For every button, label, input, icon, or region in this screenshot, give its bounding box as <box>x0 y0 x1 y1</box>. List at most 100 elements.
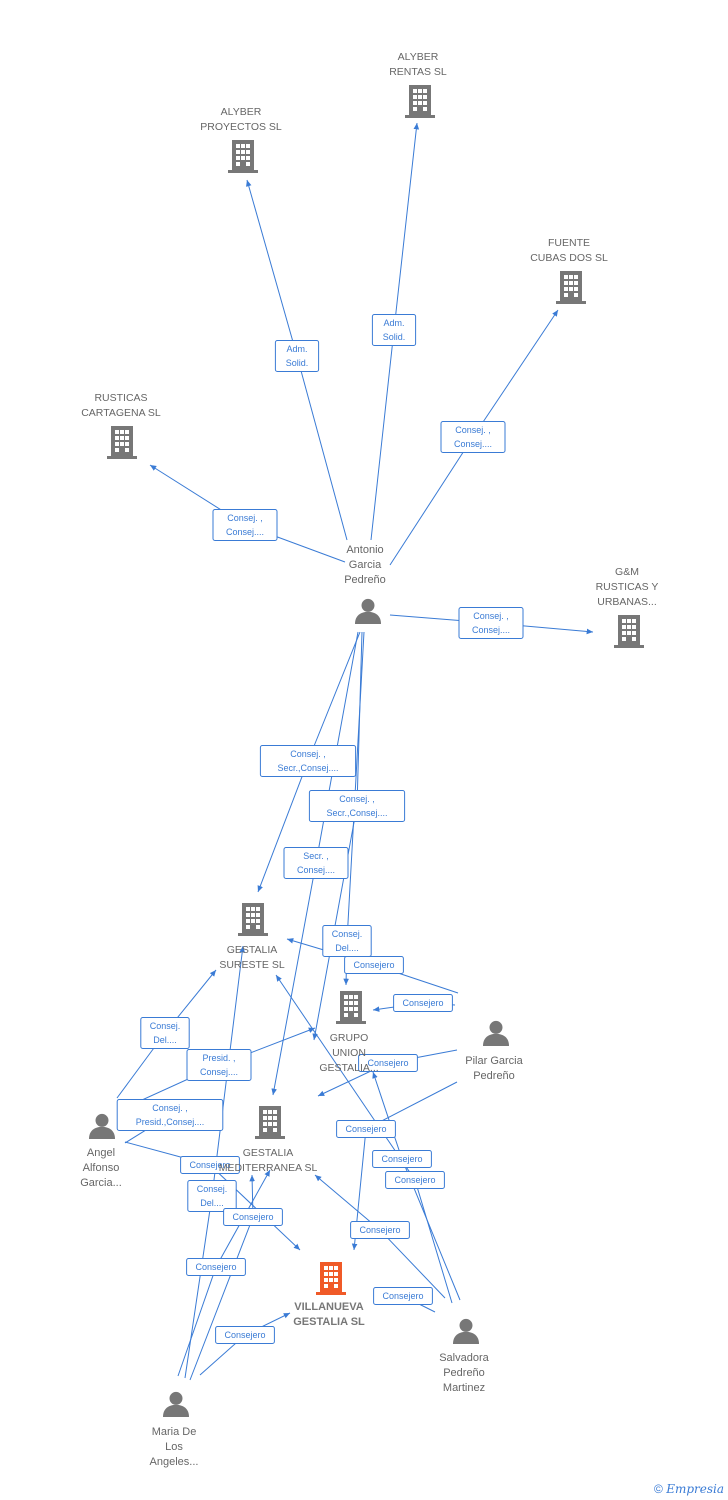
node-label: Los <box>165 1441 183 1453</box>
node-label: CARTAGENA SL <box>81 407 161 419</box>
person-node[interactable]: Maria De LosAngeles... <box>150 1391 199 1468</box>
node-label: UNION <box>332 1047 366 1059</box>
building-icon <box>316 1262 346 1295</box>
edge-label[interactable]: Consejero <box>344 956 404 974</box>
node-label: Maria De <box>152 1426 197 1438</box>
edge-label-text: Consej.... <box>226 527 264 537</box>
edge-label-text: Consej.... <box>454 439 492 449</box>
edge-label-text: Consej.... <box>200 1067 238 1077</box>
person-icon <box>355 598 381 624</box>
edge-label[interactable]: Consej. Del.... <box>140 1017 190 1049</box>
edge-label[interactable]: Consej. , Consej.... <box>458 607 524 639</box>
edge-label[interactable]: Adm.Solid. <box>371 314 417 346</box>
edge-label[interactable]: Consej.Del.... <box>322 925 372 957</box>
node-label: GESTALIA... <box>319 1062 378 1074</box>
node-label: Pedreño <box>473 1070 515 1082</box>
edge-label[interactable]: Consejero <box>180 1156 240 1174</box>
focus-company-node[interactable]: VILLANUEVA GESTALIA SL <box>293 1262 365 1328</box>
edge-label[interactable]: Consej. ,Secr.,Consej.... <box>308 790 406 822</box>
edge-label[interactable]: Consejero <box>385 1171 445 1189</box>
edge-label-text: Adm. <box>286 344 307 354</box>
node-label: CUBAS DOS SL <box>530 252 608 264</box>
edge-label[interactable]: Consej. Del.... <box>187 1180 237 1212</box>
edge-label-text: Consejero <box>402 998 443 1008</box>
node-label: PROYECTOS SL <box>200 121 282 133</box>
edge-label-text: Consej. <box>332 929 363 939</box>
edge-label-text: Presid.,Consej.... <box>136 1117 205 1127</box>
node-label: G&M <box>615 566 639 578</box>
company-node[interactable]: GRUPO UNION GESTALIA... <box>319 991 379 1074</box>
edge-label[interactable]: Consejero <box>336 1120 396 1138</box>
edge-label-text: Consejero <box>189 1160 230 1170</box>
node-label: Angeles... <box>150 1456 199 1468</box>
node-label: GESTALIA SL <box>293 1316 365 1328</box>
node-label: RENTAS SL <box>389 66 447 78</box>
building-icon <box>556 271 586 304</box>
edge-label-text: Solid. <box>286 358 309 368</box>
edge-label[interactable]: Consej. ,Consej.... <box>440 421 506 453</box>
building-icon <box>228 140 258 173</box>
edge-label[interactable]: Consejero <box>372 1150 432 1168</box>
edge-label-text: Consejero <box>367 1058 408 1068</box>
building-icon <box>238 903 268 936</box>
edge-label[interactable]: Consejero <box>373 1287 433 1305</box>
edge-label-text: Consej.... <box>472 625 510 635</box>
company-node[interactable]: FUENTE CUBAS DOS SL <box>530 237 608 304</box>
person-icon <box>453 1318 479 1344</box>
edge-label-text: Consejero <box>195 1262 236 1272</box>
node-label: FUENTE <box>548 237 590 249</box>
edge-label-text: Presid. , <box>202 1053 235 1063</box>
edge-label-text: Consejero <box>353 960 394 970</box>
person-icon <box>89 1113 115 1139</box>
copyright-notice: © Empresia <box>654 1482 724 1496</box>
edge-line <box>275 974 453 1304</box>
person-icon <box>163 1391 189 1417</box>
edge-label-text: Consejero <box>345 1124 386 1134</box>
edge-label[interactable]: Secr. ,Consej.... <box>283 847 349 879</box>
edge-label-text: Consejero <box>382 1291 423 1301</box>
node-label: GRUPO <box>330 1032 369 1044</box>
edge-label[interactable]: Adm. Solid. <box>274 340 320 372</box>
copyright-symbol: © <box>654 1482 663 1496</box>
edge-label-text: Consej. , <box>473 611 509 621</box>
node-label: Pilar Garcia <box>465 1055 523 1067</box>
edge-label-text: Consejero <box>394 1175 435 1185</box>
node-label: Angel <box>87 1147 115 1159</box>
person-node[interactable]: AngelAlfonsoGarcia... <box>80 1113 122 1189</box>
edge-label[interactable]: Presid. , Consej.... <box>186 1049 252 1081</box>
node-label: VILLANUEVA <box>294 1301 364 1313</box>
edge-label-text: Consej. <box>197 1184 228 1194</box>
node-label: Antonio <box>346 544 383 556</box>
node-label: URBANAS... <box>597 596 657 608</box>
building-icon <box>336 991 366 1024</box>
edge-label[interactable]: Consej. ,Presid.,Consej.... <box>116 1099 224 1131</box>
edge-label[interactable]: Consejero <box>223 1208 283 1226</box>
edge-label[interactable]: Consej. ,Consej.... <box>212 509 278 541</box>
edge-label[interactable]: Consejero <box>186 1258 246 1276</box>
edge-label[interactable]: Consej. ,Secr.,Consej.... <box>259 745 357 777</box>
edge-label-text: Del.... <box>200 1198 224 1208</box>
node-label: Garcia... <box>80 1177 122 1189</box>
node-label: Pedreño <box>344 574 386 586</box>
edge-label[interactable]: Consejero <box>358 1054 418 1072</box>
edge-label[interactable]: Consejero <box>350 1221 410 1239</box>
edge-label-text: Consejero <box>381 1154 422 1164</box>
edge-label-text: Consej. , <box>290 749 326 759</box>
edge-label[interactable]: Consejero <box>215 1326 275 1344</box>
edge-label-text: Consejero <box>232 1212 273 1222</box>
edge-label[interactable]: Consejero <box>393 994 453 1012</box>
edge-label-text: Consej. , <box>339 794 375 804</box>
node-label: Alfonso <box>83 1162 120 1174</box>
edge-label-text: Consej. <box>150 1021 181 1031</box>
edge-label-text: Del.... <box>153 1035 177 1045</box>
